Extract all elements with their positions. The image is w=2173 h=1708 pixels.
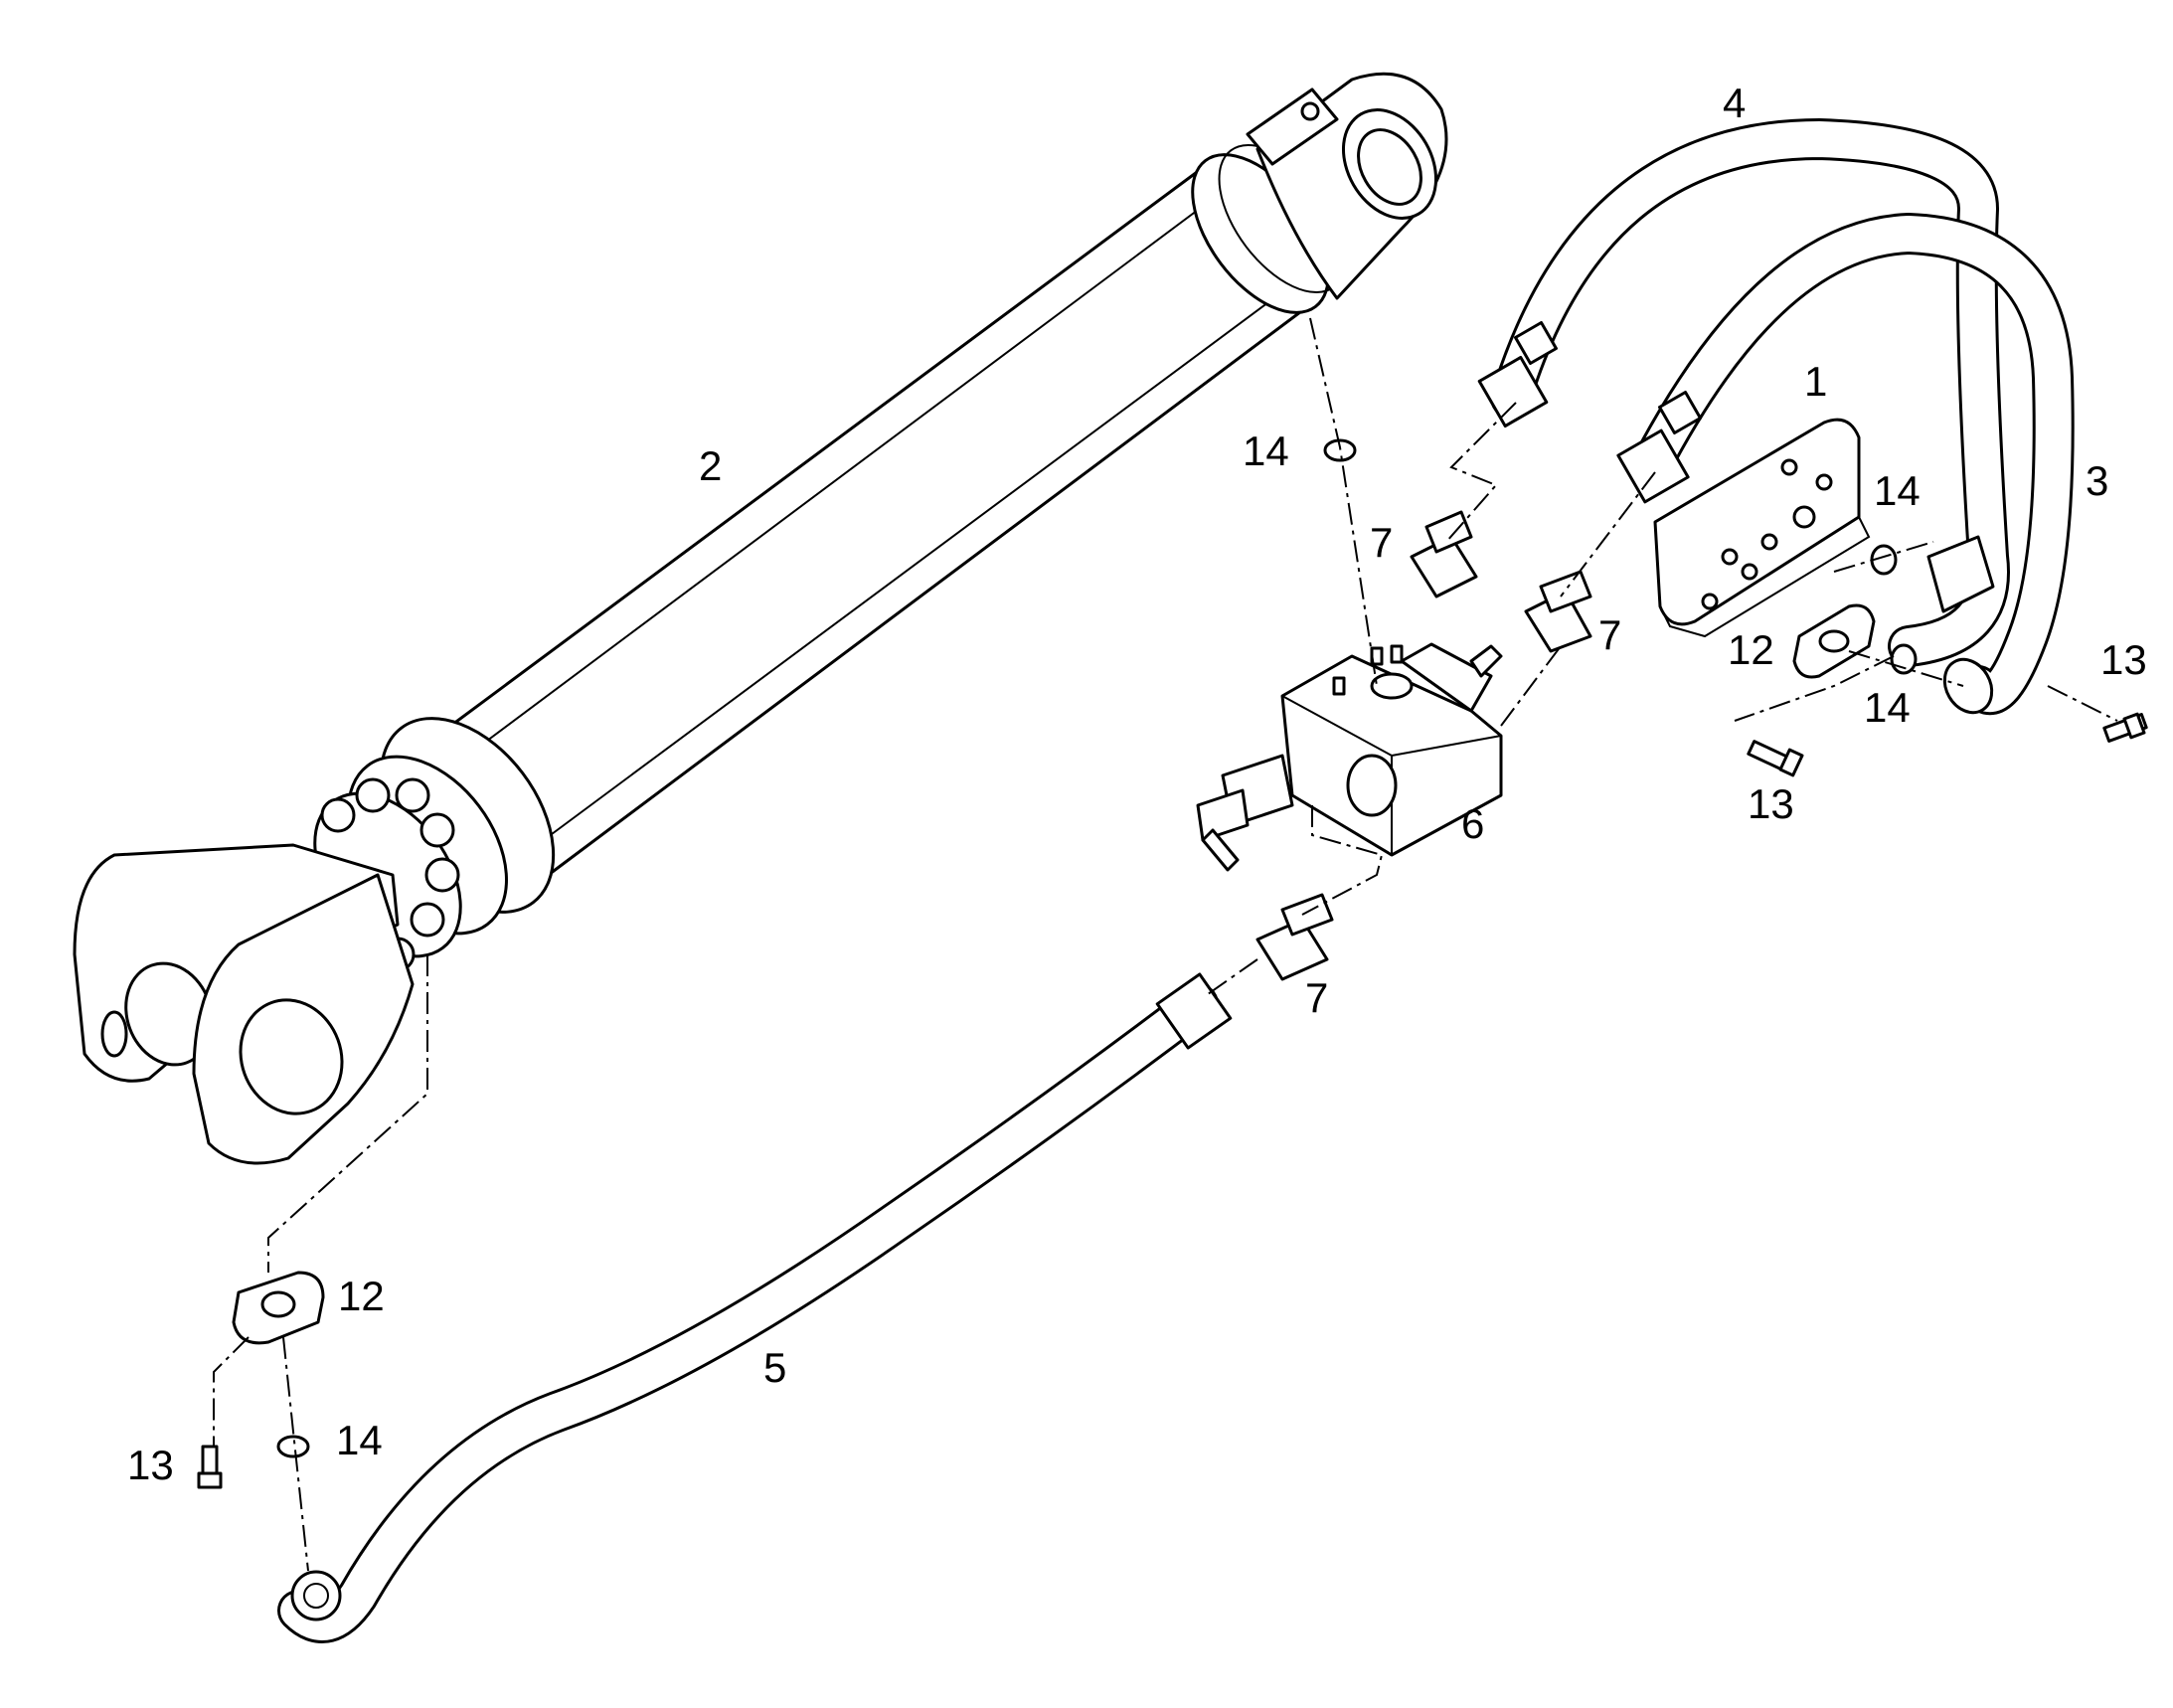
valve-block-top-ledge bbox=[1400, 642, 1493, 713]
callout-4: 4 bbox=[1723, 80, 1746, 126]
head-eye-bore bbox=[1357, 128, 1422, 206]
o-ring-14-lower bbox=[276, 1435, 310, 1458]
assembly-centerlines bbox=[213, 317, 2118, 1572]
bolt-13-left bbox=[197, 1445, 223, 1489]
fork-grease-hole bbox=[100, 1010, 128, 1058]
callout-13-b: 13 bbox=[1748, 780, 1794, 827]
callout-13-c: 13 bbox=[127, 1442, 174, 1488]
hose-4-nut bbox=[1477, 355, 1549, 428]
plate-face bbox=[1653, 418, 1861, 626]
flange-12-right bbox=[1792, 603, 1876, 679]
callout-7-c: 7 bbox=[1305, 974, 1328, 1021]
callout-labels: 1 2 3 4 5 6 7 7 7 12 12 13 13 13 14 14 1… bbox=[127, 80, 2147, 1488]
bolt-13-middle bbox=[1747, 740, 1804, 777]
hose-4-ferrule bbox=[1514, 321, 1558, 365]
bolt-13-right bbox=[2102, 712, 2148, 743]
valve-side-port bbox=[1346, 754, 1398, 817]
callout-12-b: 12 bbox=[338, 1273, 385, 1319]
o-ring-14-plate-lower bbox=[1890, 643, 1918, 675]
adapter-7-upper-left bbox=[1410, 510, 1478, 598]
o-ring-14-upper bbox=[1323, 438, 1357, 462]
hose-5 bbox=[277, 972, 1233, 1643]
valve-side-fitting bbox=[1469, 644, 1503, 678]
callout-1: 1 bbox=[1804, 358, 1827, 405]
valve-block bbox=[1196, 642, 1503, 872]
callout-2: 2 bbox=[699, 442, 722, 489]
adapter-7-lower bbox=[1255, 893, 1334, 981]
fork-eye-right bbox=[239, 998, 344, 1115]
callout-5: 5 bbox=[763, 1344, 786, 1391]
callout-14-d: 14 bbox=[336, 1417, 383, 1463]
adapter-7-upper-right bbox=[1524, 570, 1592, 653]
hose-5-elbow-end bbox=[290, 1570, 342, 1622]
flange-12-left bbox=[232, 1271, 325, 1345]
hose-3-flange-fitting bbox=[1926, 535, 1995, 613]
callout-12-a: 12 bbox=[1728, 626, 1774, 673]
callout-14-b: 14 bbox=[1874, 467, 1921, 514]
callout-7-a: 7 bbox=[1370, 519, 1393, 566]
hydraulic-cylinder bbox=[73, 72, 1448, 1165]
hose-5-nut bbox=[1155, 972, 1233, 1050]
hose-3-nut bbox=[1616, 428, 1690, 504]
callout-7-b: 7 bbox=[1598, 611, 1621, 658]
mounting-plate bbox=[1653, 418, 1871, 638]
callout-6: 6 bbox=[1461, 800, 1484, 847]
hose-3-ferrule bbox=[1658, 391, 1702, 434]
valve-top-port bbox=[1370, 672, 1414, 700]
callout-14-c: 14 bbox=[1864, 684, 1911, 731]
hose-3 bbox=[1616, 213, 2075, 715]
callout-3: 3 bbox=[2086, 457, 2108, 504]
grease-nipple-icon bbox=[1300, 101, 1320, 121]
cylinder-barrel bbox=[435, 162, 1314, 882]
callout-14-a: 14 bbox=[1243, 427, 1289, 474]
callout-13-a: 13 bbox=[2100, 636, 2147, 683]
hose-3-elbow-end bbox=[1942, 657, 1994, 715]
